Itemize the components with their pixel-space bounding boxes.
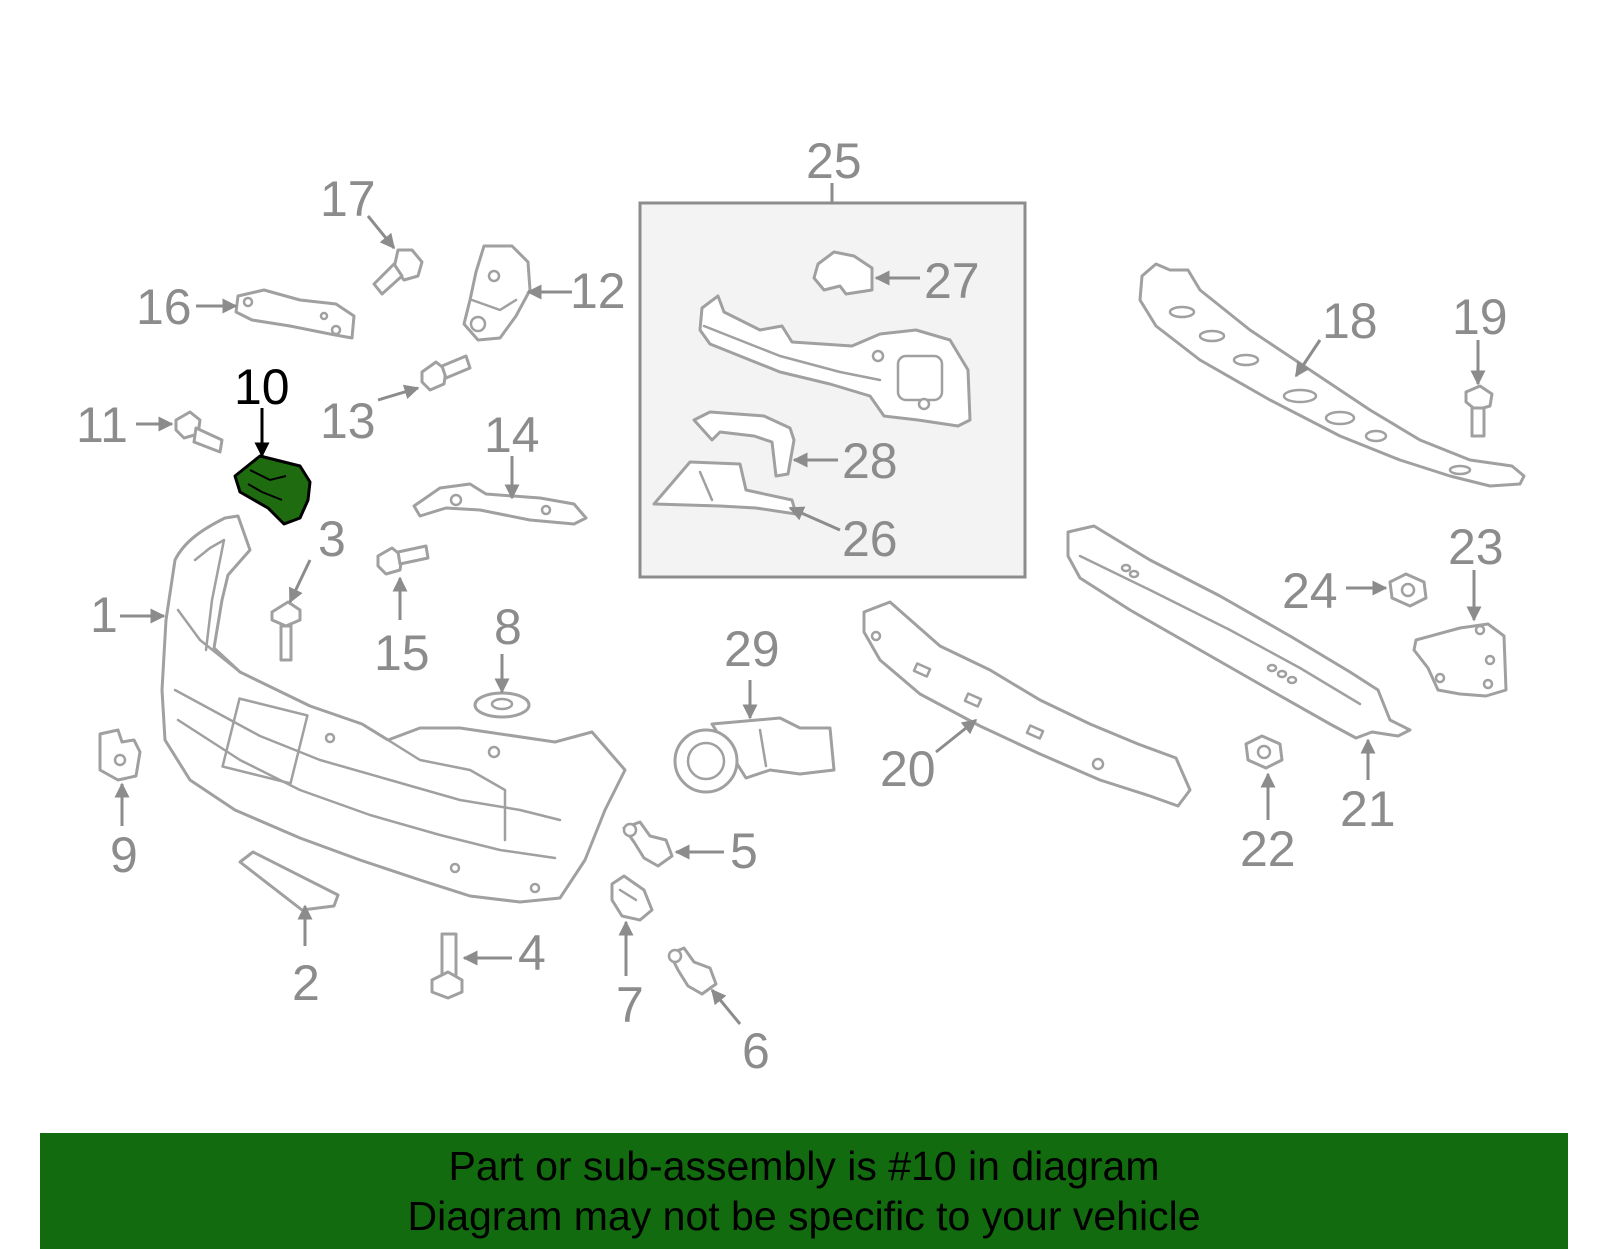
callout-24: 24 [1282,563,1338,619]
leader-17 [366,215,396,250]
part-3-bolt [270,600,302,662]
callout-9: 9 [110,827,138,883]
part-11-bolt [174,410,224,454]
callout-7: 7 [616,977,644,1033]
leader-26 [788,506,841,532]
leader-lines [114,215,1486,1025]
callout-6: 6 [742,1023,770,1079]
callout-13: 13 [320,393,376,449]
part-18-reinforcement-bar [1138,262,1526,488]
callout-15: 15 [374,625,430,681]
callout-18: 18 [1322,293,1378,349]
part-16-bracket [234,288,356,340]
part-6-clip [667,946,718,996]
part-17-bolt [372,248,424,296]
callout-5: 5 [730,823,758,879]
banner-line-disclaimer: Diagram may not be specific to your vehi… [407,1193,1201,1239]
part-19-bolt [1464,384,1494,438]
callout-20: 20 [880,741,936,797]
callout-21: 21 [1340,781,1396,837]
leader-13 [377,384,420,402]
part-5-clip [622,820,674,868]
callout-28: 28 [842,433,898,489]
leader-3 [288,559,312,604]
part-29-sensor [673,716,836,794]
part-8-washer [473,691,531,719]
part-27-bracket [812,250,874,296]
part-24-nut [1388,572,1428,608]
callout-27: 27 [924,253,980,309]
part-9-clip [98,728,142,782]
assembly-25-bracket [698,294,972,428]
callout-8: 8 [494,599,522,655]
part-20-absorber [862,600,1192,808]
part-15-bolt [376,544,430,576]
callout-11: 11 [76,397,128,453]
part-26-cover [652,460,798,516]
part-22-nut [1244,734,1284,770]
part-14-bracket [412,482,588,526]
info-banner: Part or sub-assembly is #10 in diagram D… [40,1133,1568,1249]
part-1-bumper-cover [160,514,627,904]
callout-25: 25 [806,133,862,189]
callout-12: 12 [570,263,626,319]
part-21-reinforcement [1066,524,1412,740]
leader-20 [935,718,978,754]
banner-line-part-number: Part or sub-assembly is #10 in diagram [448,1143,1160,1189]
callout-19: 19 [1452,289,1508,345]
callout-17: 17 [320,171,376,227]
callout-26: 26 [842,511,898,567]
callout-16: 16 [136,279,192,335]
part-10-bracket-highlighted [233,454,312,526]
callout-3: 3 [318,511,346,567]
callout-14: 14 [484,407,540,463]
callout-1: 1 [90,587,118,643]
part-7-clip [610,874,654,922]
part-28-bracket [692,410,796,478]
part-2-strip [238,850,340,912]
callout-2: 2 [292,955,320,1011]
callout-29: 29 [724,621,780,677]
part-4-stud [430,932,464,1000]
leader-18 [1294,339,1322,378]
callout-4: 4 [518,925,546,981]
leader-6 [710,988,742,1025]
callout-labels: 1 2 3 4 5 6 7 8 9 10 11 12 13 14 15 16 1… [76,133,1508,1079]
callout-23: 23 [1448,519,1504,575]
part-12-bracket [462,244,532,342]
callout-10-highlighted: 10 [234,359,290,415]
part-13-bolt [420,354,472,392]
callout-22: 22 [1240,821,1296,877]
part-23-bracket [1412,622,1508,698]
